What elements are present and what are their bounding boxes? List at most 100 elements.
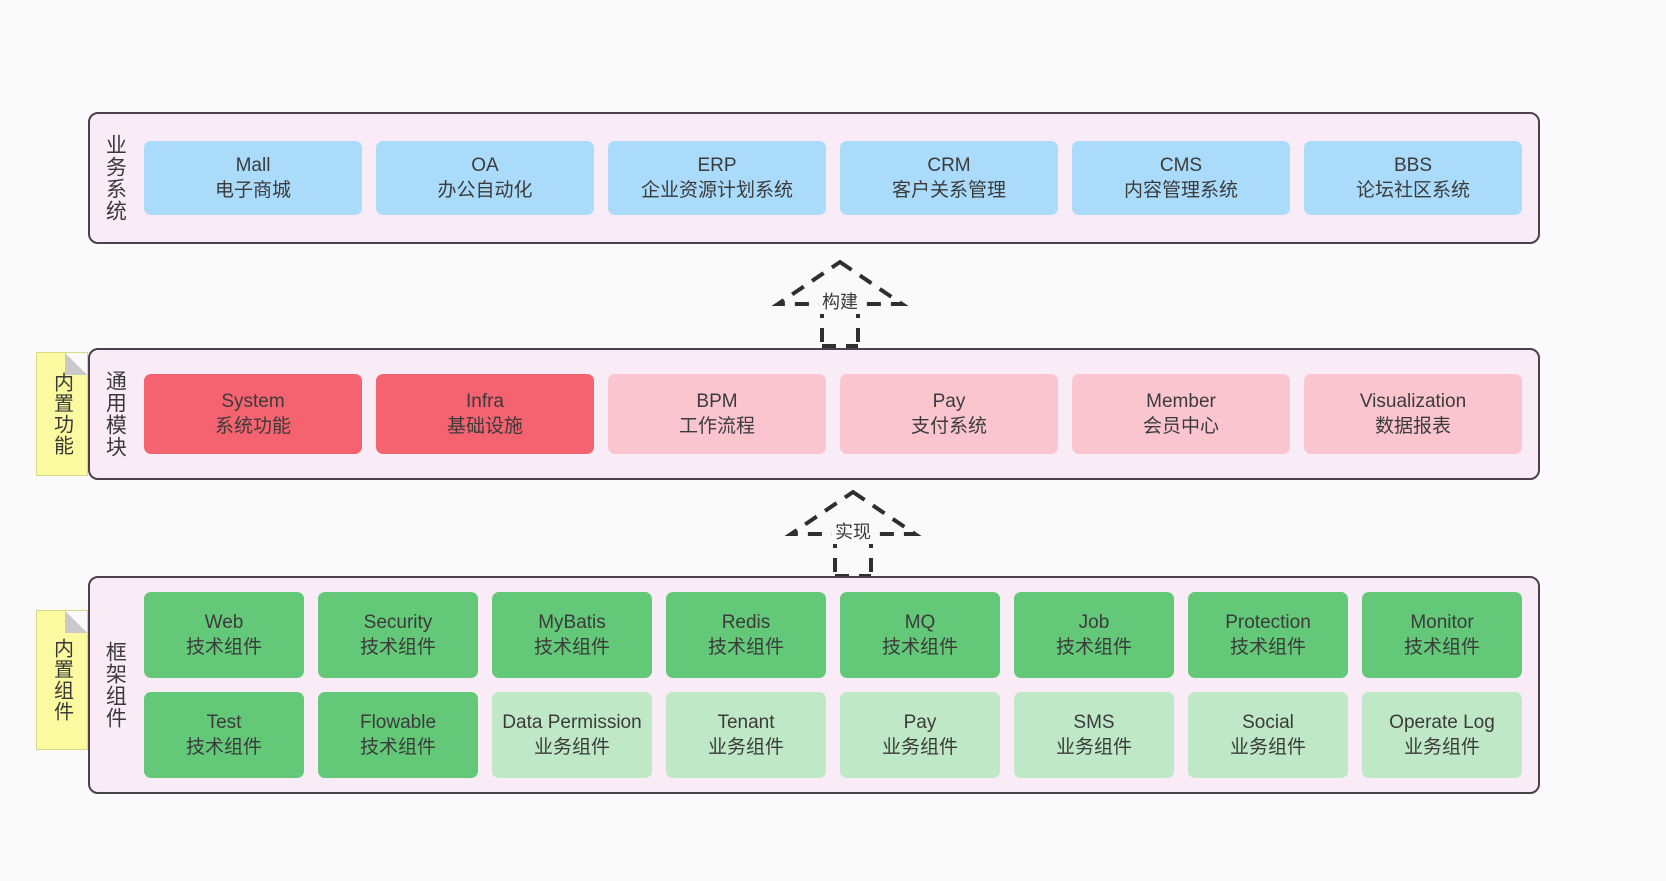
card-title: Mall [235, 154, 271, 176]
card-subtitle: 技术组件 [359, 737, 436, 758]
card-sms[interactable]: SMS 业务组件 [1014, 692, 1174, 778]
sticky-note-builtin-features: 内置功能 [36, 352, 88, 476]
card-subtitle: 技术组件 [185, 637, 262, 658]
card-oa[interactable]: OA 办公自动化 [376, 141, 594, 215]
card-protection[interactable]: Protection 技术组件 [1188, 592, 1348, 678]
card-title: SMS [1073, 711, 1115, 733]
connector-label-implement: 实现 [832, 518, 874, 544]
card-subtitle: 基础设施 [446, 416, 523, 437]
card-title: Pay [932, 390, 966, 412]
card-visualization[interactable]: Visualization 数据报表 [1304, 374, 1522, 454]
card-title: Operate Log [1389, 711, 1495, 733]
arrowhead-hollow [784, 489, 922, 536]
card-subtitle: 业务组件 [1229, 737, 1306, 758]
card-title: Social [1242, 711, 1294, 733]
layer-title-common-modules: 通用模块 [103, 370, 127, 458]
card-pay-module[interactable]: Pay 支付系统 [840, 374, 1058, 454]
card-web[interactable]: Web 技术组件 [144, 592, 304, 678]
card-title: BPM [696, 390, 738, 412]
card-title: Visualization [1359, 390, 1467, 412]
layer-business-systems: 业务系统 Mall 电子商城 OA 办公自动化 ERP 企业资源计划系统 CRM… [88, 112, 1540, 244]
card-redis[interactable]: Redis 技术组件 [666, 592, 826, 678]
card-subtitle: 工作流程 [678, 416, 755, 437]
connector-label-build: 构建 [819, 288, 861, 314]
card-title: Member [1146, 390, 1216, 412]
card-monitor[interactable]: Monitor 技术组件 [1362, 592, 1522, 678]
card-title: MQ [904, 611, 936, 633]
card-crm[interactable]: CRM 客户关系管理 [840, 141, 1058, 215]
card-title: Monitor [1410, 611, 1474, 633]
card-title: Flowable [359, 711, 437, 733]
card-subtitle: 企业资源计划系统 [640, 180, 793, 201]
card-title: OA [471, 154, 499, 176]
card-social[interactable]: Social 业务组件 [1188, 692, 1348, 778]
card-subtitle: 业务组件 [533, 737, 610, 758]
card-title: System [221, 390, 285, 412]
sticky-note-label: 内置功能 [50, 372, 73, 456]
card-subtitle: 技术组件 [533, 637, 610, 658]
card-subtitle: 技术组件 [185, 737, 262, 758]
card-subtitle: 客户关系管理 [891, 180, 1006, 201]
card-job[interactable]: Job 技术组件 [1014, 592, 1174, 678]
card-title: CMS [1159, 154, 1203, 176]
layer-framework-components: 框架组件 Web 技术组件 Security 技术组件 MyBatis 技术组件… [88, 576, 1540, 794]
card-subtitle: 办公自动化 [437, 180, 533, 201]
card-title: Protection [1225, 611, 1311, 633]
card-erp[interactable]: ERP 企业资源计划系统 [608, 141, 826, 215]
layer-body-business-systems: Mall 电子商城 OA 办公自动化 ERP 企业资源计划系统 CRM 客户关系… [138, 114, 1538, 242]
card-subtitle: 技术组件 [359, 637, 436, 658]
card-member[interactable]: Member 会员中心 [1072, 374, 1290, 454]
card-subtitle: 技术组件 [707, 637, 784, 658]
card-subtitle: 内容管理系统 [1123, 180, 1238, 201]
layer-common-modules: 通用模块 System 系统功能 Infra 基础设施 BPM 工作流程 Pay… [88, 348, 1540, 480]
card-data-permission[interactable]: Data Permission 业务组件 [492, 692, 652, 778]
card-title: Test [206, 711, 242, 733]
card-bbs[interactable]: BBS 论坛社区系统 [1304, 141, 1522, 215]
layer-body-framework-components: Web 技术组件 Security 技术组件 MyBatis 技术组件 Redi… [138, 578, 1538, 792]
card-title: CRM [927, 154, 971, 176]
card-subtitle: 系统功能 [214, 416, 291, 437]
card-subtitle: 技术组件 [1403, 637, 1480, 658]
card-title: Security [363, 611, 433, 633]
card-title: Redis [721, 611, 771, 633]
card-title: MyBatis [538, 611, 606, 633]
card-title: Job [1078, 611, 1110, 633]
card-mybatis[interactable]: MyBatis 技术组件 [492, 592, 652, 678]
card-operate-log[interactable]: Operate Log 业务组件 [1362, 692, 1522, 778]
card-pay-component[interactable]: Pay 业务组件 [840, 692, 1000, 778]
card-title: Web [204, 611, 244, 633]
card-subtitle: 业务组件 [707, 737, 784, 758]
card-title: Pay [903, 711, 937, 733]
card-cms[interactable]: CMS 内容管理系统 [1072, 141, 1290, 215]
card-subtitle: 技术组件 [1055, 637, 1132, 658]
connector-build: 构建 [760, 258, 920, 348]
card-infra[interactable]: Infra 基础设施 [376, 374, 594, 454]
layer-title-framework-components: 框架组件 [103, 641, 127, 729]
card-system[interactable]: System 系统功能 [144, 374, 362, 454]
card-subtitle: 电子商城 [214, 180, 291, 201]
card-subtitle: 业务组件 [1055, 737, 1132, 758]
card-subtitle: 技术组件 [881, 637, 958, 658]
card-security[interactable]: Security 技术组件 [318, 592, 478, 678]
card-subtitle: 业务组件 [881, 737, 958, 758]
card-title: Infra [465, 390, 505, 412]
card-subtitle: 业务组件 [1403, 737, 1480, 758]
layer-body-common-modules: System 系统功能 Infra 基础设施 BPM 工作流程 Pay 支付系统… [138, 350, 1538, 478]
card-subtitle: 会员中心 [1142, 416, 1219, 437]
card-mq[interactable]: MQ 技术组件 [840, 592, 1000, 678]
card-flowable[interactable]: Flowable 技术组件 [318, 692, 478, 778]
connector-implement: 实现 [773, 488, 933, 578]
card-mall[interactable]: Mall 电子商城 [144, 141, 362, 215]
layer-title-business-systems: 业务系统 [103, 134, 127, 222]
sticky-note-label: 内置组件 [50, 638, 73, 722]
card-title: ERP [697, 154, 737, 176]
card-title: Data Permission [502, 711, 642, 733]
card-title: BBS [1393, 154, 1433, 176]
card-tenant[interactable]: Tenant 业务组件 [666, 692, 826, 778]
card-title: Tenant [717, 711, 775, 733]
card-bpm[interactable]: BPM 工作流程 [608, 374, 826, 454]
card-test[interactable]: Test 技术组件 [144, 692, 304, 778]
arrowhead-hollow [771, 259, 909, 306]
sticky-note-builtin-components: 内置组件 [36, 610, 88, 750]
